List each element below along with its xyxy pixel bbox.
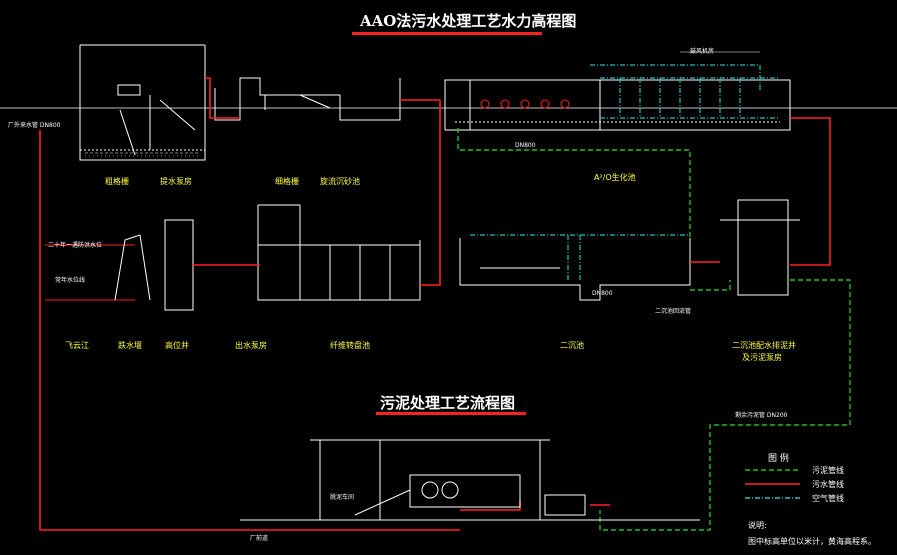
label-sludge-shed: 脱泥车间 xyxy=(330,494,355,501)
river-bank xyxy=(45,234,151,301)
label-outlet-pump: 出水泵房 xyxy=(235,341,267,350)
fine-screen-structure xyxy=(214,77,401,121)
bio-tank-structure xyxy=(444,79,791,131)
sludge-title: 污泥处理工艺流程图 xyxy=(380,394,516,412)
sewage-pipes xyxy=(39,77,831,531)
main-title: AAO法污水处理工艺水力高程图 xyxy=(360,12,577,30)
label-inlet-pipe: 厂外来水管 DN800 xyxy=(8,122,61,129)
sludge-building xyxy=(240,439,700,521)
label-filter: 纤维转盘池 xyxy=(330,341,370,350)
legend-sewage: 污水管线 xyxy=(812,480,844,489)
label-measure-well: 高位井 xyxy=(165,341,189,350)
label-lift-pump: 提水泵房 xyxy=(160,177,192,186)
label-river: 飞云江 xyxy=(65,341,89,350)
sludge-title-underline xyxy=(376,412,526,415)
label-outlet-road: 厂前道 xyxy=(250,535,269,542)
label-flood-level: 二十年一遇防洪水位 xyxy=(48,242,103,249)
legend-title: 图 例 xyxy=(768,454,789,464)
note-title: 说明: xyxy=(748,521,767,530)
bio-tank-mixers xyxy=(480,99,570,109)
legend-air: 空气管线 xyxy=(812,494,844,503)
label-return-sludge: 二沉池回流管 xyxy=(655,308,692,315)
label-grit-chamber: 旋流沉砂池 xyxy=(320,177,360,186)
label-sludge-pipe: 剩余污泥管 DN200 xyxy=(735,412,788,419)
sludge-pipes xyxy=(457,128,851,531)
label-pipe-1: DN800 xyxy=(515,142,536,149)
legend-sludge: 污泥管线 xyxy=(812,466,844,475)
coarse-screen-structure xyxy=(79,44,206,161)
label-normal-level: 常年水位线 xyxy=(55,277,86,284)
label-coarse-screen: 粗格栅 xyxy=(105,177,129,186)
outlet-pump-structure xyxy=(257,204,421,301)
note-text: 图中标高单位以米计，黄海高程系。 xyxy=(748,537,876,546)
label-sludge-well: 二沉池配水排泥井 xyxy=(732,341,796,350)
sludge-well-structure xyxy=(720,199,800,296)
label-sludge-pump: 及污泥泵房 xyxy=(742,353,782,362)
secondary-clarifier-structure xyxy=(459,238,691,301)
main-title-underline xyxy=(352,32,542,35)
label-secondary-clarifier: 二沉池 xyxy=(560,341,584,350)
label-blower: 鼓风机房 xyxy=(690,48,715,55)
label-pipe-2: DN800 xyxy=(592,290,613,297)
label-bio-tank: A²/O生化池 xyxy=(594,173,636,182)
label-fine-screen: 细格栅 xyxy=(275,177,299,186)
gravel-fill-1 xyxy=(85,152,200,157)
label-weir: 跌水堰 xyxy=(118,341,142,350)
measure-well-structure xyxy=(164,219,194,311)
air-pipe-top xyxy=(590,64,780,119)
clarifier-air xyxy=(470,234,690,280)
legend-lines xyxy=(745,469,800,499)
